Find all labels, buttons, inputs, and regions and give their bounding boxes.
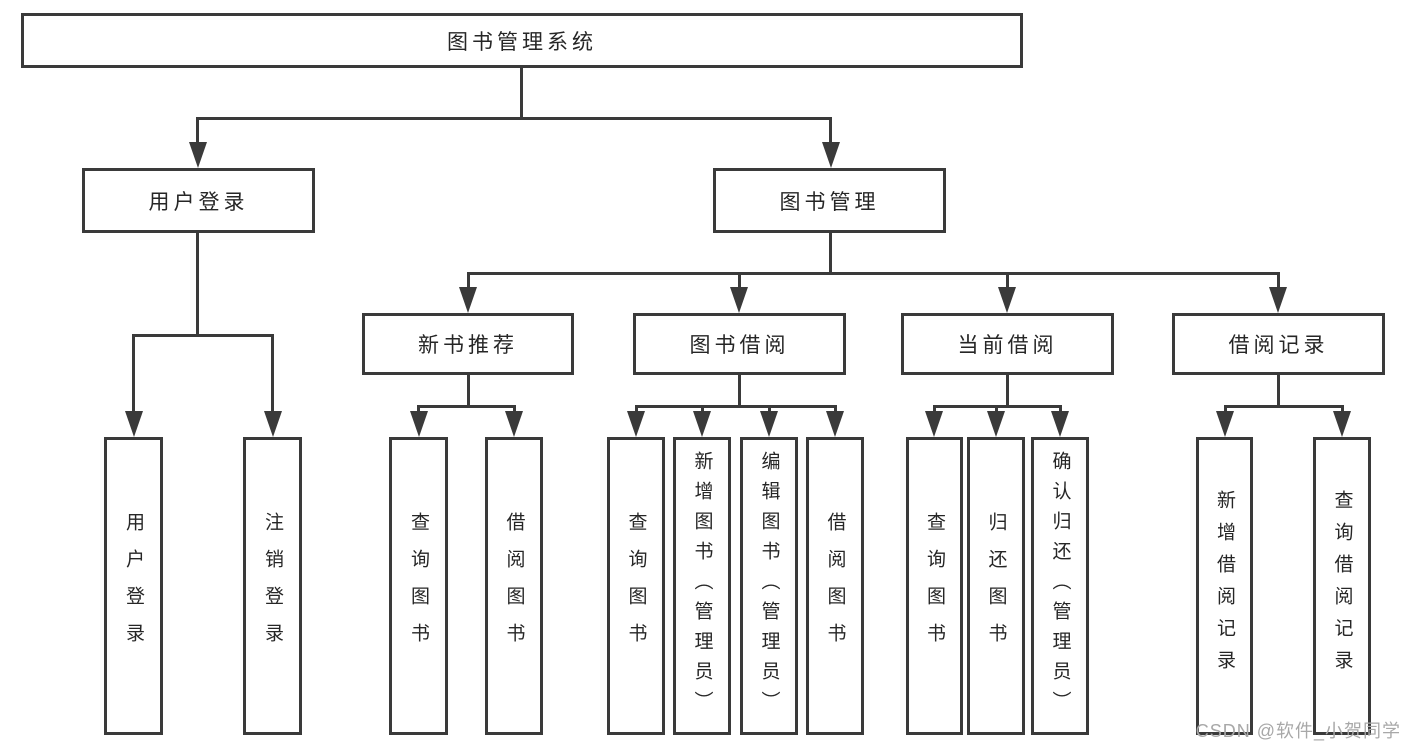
connector-line [1277, 375, 1280, 408]
leaf-br-query-record-label: 查询借阅记录 [1331, 490, 1353, 682]
node-book-borrow: 图书借阅 [633, 313, 846, 375]
node-book-management: 图书管理 [713, 168, 946, 233]
connector-line [467, 375, 470, 408]
arrowhead-down [760, 411, 778, 437]
node-book-management-label: 图书管理 [779, 190, 880, 214]
node-user-login-label: 用户登录 [148, 190, 249, 214]
connector-line [196, 233, 199, 337]
connector-line [417, 405, 420, 415]
node-user-login: 用户登录 [82, 168, 315, 233]
leaf-bb-add-books: 新增图书（管理员） [673, 437, 731, 735]
connector-line [132, 334, 274, 337]
connector-line [513, 405, 516, 415]
arrowhead-down [1333, 411, 1351, 437]
node-root-label: 图书管理系统 [447, 30, 597, 54]
node-root: 图书管理系统 [21, 13, 1023, 68]
connector-line [701, 405, 704, 415]
node-new-book-recommend: 新书推荐 [362, 313, 574, 375]
leaf-cb-return-books: 归还图书 [967, 437, 1025, 735]
arrowhead-down [987, 411, 1005, 437]
leaf-nbr-query-books-label: 查询图书 [408, 512, 429, 660]
node-new-book-recommend-label: 新书推荐 [418, 334, 518, 357]
arrowhead-down [459, 287, 477, 313]
node-borrow-records-label: 借阅记录 [1228, 334, 1329, 357]
leaf-bb-borrow-books-label: 借阅图书 [824, 512, 846, 660]
arrowhead-down [410, 411, 428, 437]
leaf-user-login: 用户登录 [104, 437, 163, 735]
connector-line [1341, 405, 1344, 415]
leaf-bb-query-books-label: 查询图书 [625, 512, 647, 660]
leaf-cb-query-books-label: 查询图书 [924, 512, 945, 660]
arrowhead-down [998, 287, 1016, 313]
arrowhead-down [189, 142, 207, 168]
leaf-logout: 注销登录 [243, 437, 302, 735]
node-current-borrow: 当前借阅 [901, 313, 1114, 375]
connector-line [196, 117, 832, 120]
connector-line [995, 405, 998, 415]
connector-line [467, 272, 470, 290]
node-borrow-records: 借阅记录 [1172, 313, 1385, 375]
leaf-bb-edit-books-label: 编辑图书（管理员） [758, 451, 780, 721]
leaf-br-add-record-label: 新增借阅记录 [1214, 490, 1235, 682]
leaf-cb-return-books-label: 归还图书 [985, 512, 1007, 660]
connector-line [1224, 405, 1227, 415]
leaf-bb-borrow-books: 借阅图书 [806, 437, 864, 735]
csdn-watermark: CSDN @软件_小贺同学 [1195, 721, 1401, 741]
arrowhead-down [627, 411, 645, 437]
arrowhead-down [264, 411, 282, 437]
arrowhead-down [1216, 411, 1234, 437]
leaf-br-add-record: 新增借阅记录 [1196, 437, 1253, 735]
node-book-borrow-label: 图书借阅 [689, 334, 790, 357]
connector-line [520, 68, 523, 118]
connector-line [1006, 272, 1009, 290]
arrowhead-down [826, 411, 844, 437]
leaf-cb-confirm-return: 确认归还（管理员） [1031, 437, 1089, 735]
arrowhead-down [125, 411, 143, 437]
connector-line [417, 405, 516, 408]
leaf-bb-add-books-label: 新增图书（管理员） [691, 451, 713, 721]
connector-line [635, 405, 836, 408]
connector-line [834, 405, 837, 415]
connector-line [738, 272, 741, 290]
arrowhead-down [822, 142, 840, 168]
connector-line [467, 272, 1280, 275]
connector-line [829, 233, 832, 273]
leaf-nbr-borrow-books-label: 借阅图书 [503, 512, 525, 660]
leaf-cb-query-books: 查询图书 [906, 437, 963, 735]
leaf-nbr-borrow-books: 借阅图书 [485, 437, 543, 735]
connector-line [768, 405, 771, 415]
arrowhead-down [925, 411, 943, 437]
connector-line [1059, 405, 1062, 415]
leaf-user-login-label: 用户登录 [123, 512, 144, 660]
connector-line [829, 117, 832, 145]
leaf-bb-edit-books: 编辑图书（管理员） [740, 437, 798, 735]
leaf-cb-confirm-return-label: 确认归还（管理员） [1049, 451, 1071, 721]
connector-line [196, 117, 199, 145]
connector-line [271, 334, 274, 414]
connector-line [1006, 375, 1009, 408]
arrowhead-down [730, 287, 748, 313]
arrowhead-down [505, 411, 523, 437]
connector-line [1224, 405, 1344, 408]
leaf-bb-query-books: 查询图书 [607, 437, 665, 735]
arrowhead-down [1269, 287, 1287, 313]
connector-line [933, 405, 936, 415]
connector-line [635, 405, 638, 415]
connector-line [132, 334, 135, 414]
leaf-nbr-query-books: 查询图书 [389, 437, 448, 735]
arrowhead-down [693, 411, 711, 437]
leaf-br-query-record: 查询借阅记录 [1313, 437, 1371, 735]
arrowhead-down [1051, 411, 1069, 437]
connector-line [738, 375, 741, 408]
node-current-borrow-label: 当前借阅 [957, 334, 1058, 357]
leaf-logout-label: 注销登录 [262, 512, 283, 660]
connector-line [1277, 272, 1280, 290]
